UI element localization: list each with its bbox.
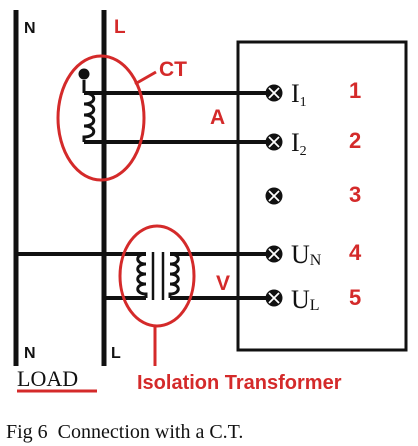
ct-polarity-dot bbox=[78, 68, 90, 80]
neutral-label-bottom: N bbox=[24, 345, 36, 362]
terminal-1-number: 1 bbox=[349, 78, 361, 103]
terminal-2-number: 2 bbox=[349, 128, 361, 153]
terminal-2: I2 2 bbox=[265, 128, 361, 159]
load-label: LOAD bbox=[17, 366, 78, 391]
voltmeter-label: V bbox=[216, 272, 230, 295]
terminal-4-number: 4 bbox=[349, 240, 362, 265]
live-label-top: L bbox=[114, 17, 126, 38]
terminal-1: I1 1 bbox=[265, 78, 361, 110]
meter-box bbox=[236, 40, 408, 352]
ct-pointer bbox=[134, 70, 157, 86]
figure-caption: Fig 6 Connection with a C.T. bbox=[6, 421, 243, 443]
terminal-5-number: 5 bbox=[349, 285, 361, 310]
isolation-transformer-label: Isolation Transformer bbox=[137, 372, 342, 394]
ct-coil bbox=[78, 68, 96, 142]
terminal-3-number: 3 bbox=[349, 182, 361, 207]
terminal-4-symbol: UN bbox=[291, 240, 322, 269]
terminal-5-symbol: UL bbox=[291, 285, 320, 314]
live-label-bottom: L bbox=[111, 345, 121, 362]
terminal-3: 3 bbox=[265, 182, 361, 207]
isolation-transformer bbox=[136, 252, 180, 300]
terminal-2-symbol: I2 bbox=[291, 128, 307, 159]
ammeter-label: A bbox=[210, 106, 225, 129]
ct-highlight-ellipse bbox=[56, 54, 146, 182]
transformer-highlight-ellipse bbox=[118, 224, 196, 328]
terminal-4: UN 4 bbox=[265, 240, 362, 269]
ct-label: CT bbox=[159, 58, 187, 81]
terminal-5: UL 5 bbox=[265, 285, 361, 314]
neutral-label-top: N bbox=[24, 20, 36, 37]
terminal-1-symbol: I1 bbox=[291, 79, 307, 110]
